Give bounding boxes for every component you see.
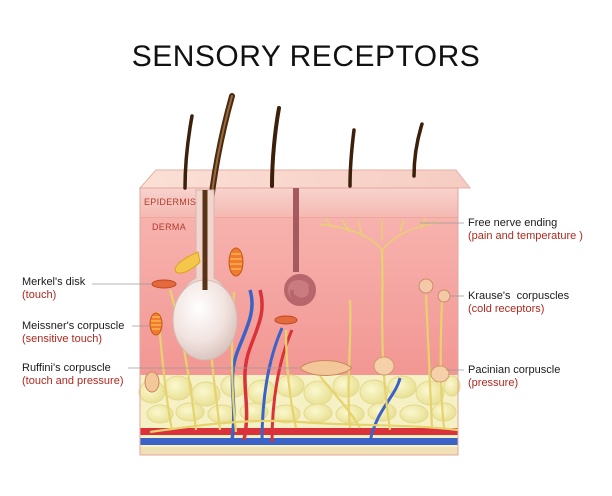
- sebaceous-gland: [174, 251, 201, 274]
- label-ruffini: Ruffini's corpuscle (touch and pressure): [22, 362, 124, 388]
- free-nerve-ending: [319, 217, 441, 251]
- pacinian-corpuscle: [373, 356, 395, 376]
- merkel-disk: [151, 279, 177, 289]
- label-meissner-desc: (sensitive touch): [22, 333, 103, 345]
- pacinian-corpuscle-2: [430, 365, 450, 383]
- sweat-gland: [284, 274, 316, 306]
- krause-corpuscle: [418, 278, 434, 294]
- page-title: SENSORY RECEPTORS: [131, 40, 481, 73]
- label-meissner: Meissner's corpuscle (sensitive touch): [22, 320, 124, 346]
- hair-bulb: [172, 279, 238, 361]
- ruffini-corpuscle: [144, 371, 160, 393]
- derma-label: DERMA: [152, 222, 187, 232]
- meissner-corpuscle-2: [228, 247, 244, 277]
- label-pacinian-name: Pacinian corpuscle: [468, 364, 561, 376]
- label-krause-desc: (cold receptors): [468, 303, 545, 315]
- krause-corpuscle-2: [437, 289, 451, 303]
- merkel-disk-2: [274, 315, 298, 325]
- label-free-nerve-name: Free nerve ending: [468, 217, 558, 229]
- artery: [140, 428, 458, 435]
- label-krause: Krause's corpuscles (cold receptors): [468, 290, 569, 316]
- vein: [140, 438, 458, 445]
- skin-surface: [138, 169, 472, 189]
- label-merkel-name: Merkel's disk: [22, 276, 86, 288]
- epidermis-label: EPIDERMIS: [144, 197, 197, 207]
- label-merkel-desc: (touch): [22, 289, 57, 301]
- ruffini-corpuscle-large: [299, 360, 353, 376]
- label-pacinian-desc: (pressure): [468, 377, 519, 389]
- label-ruffini-desc: (touch and pressure): [22, 375, 124, 387]
- label-meissner-name: Meissner's corpuscle: [22, 320, 125, 332]
- label-free-nerve-desc: (pain and temperature ): [468, 230, 583, 242]
- meissner-corpuscle: [149, 312, 163, 336]
- label-pacinian: Pacinian corpuscle (pressure): [468, 364, 560, 390]
- label-krause-name: Krause's corpuscles: [468, 290, 570, 302]
- rising-artery: [242, 289, 264, 441]
- label-free-nerve: Free nerve ending (pain and temperature …: [468, 217, 583, 243]
- label-merkel: Merkel's disk (touch): [22, 276, 85, 302]
- label-ruffini-name: Ruffini's corpuscle: [22, 362, 111, 374]
